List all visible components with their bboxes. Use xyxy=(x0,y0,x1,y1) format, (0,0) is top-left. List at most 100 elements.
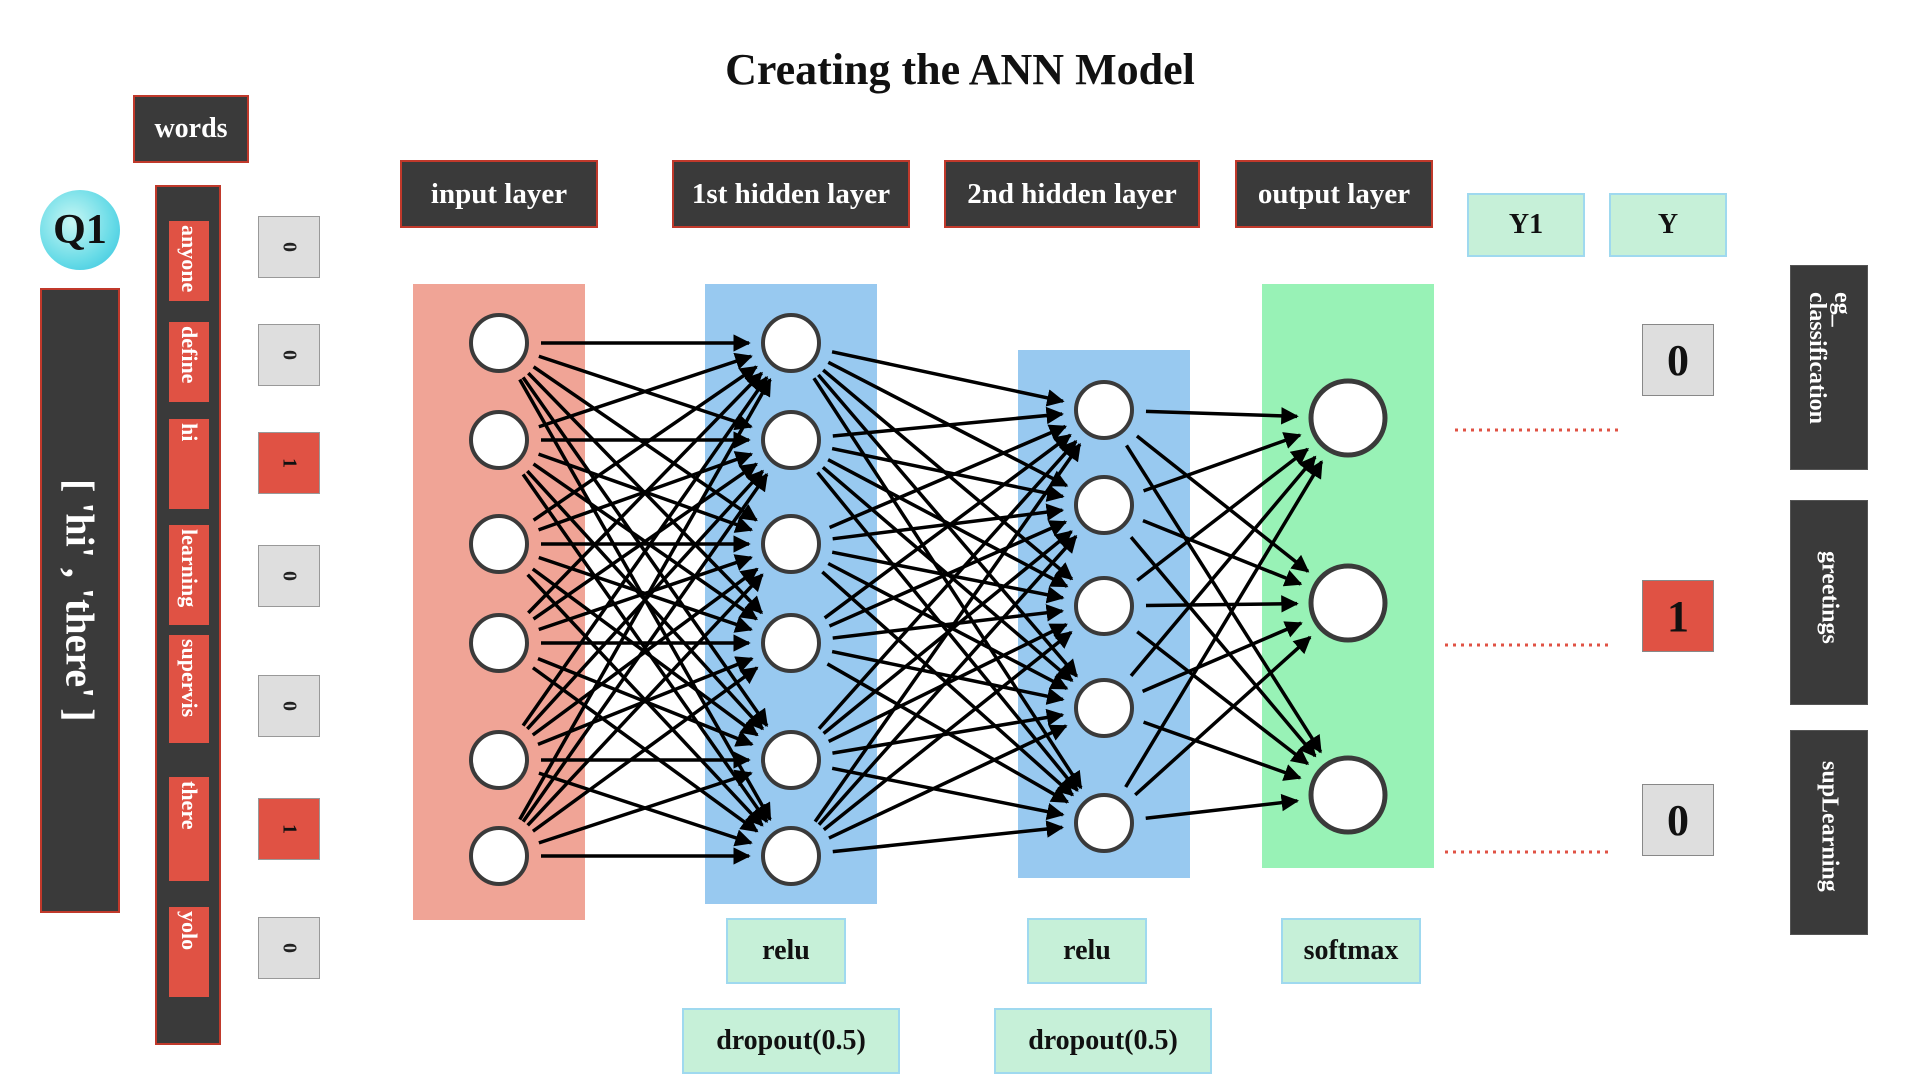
connection-hidden2-2-to-output-3 xyxy=(1129,536,1317,758)
connection-input-6-to-hidden1-1 xyxy=(518,377,772,821)
hidden1-neuron-5 xyxy=(761,730,821,790)
vocab-word-1-text: anyone xyxy=(177,225,202,293)
connection-hidden2-4-to-output-3 xyxy=(1142,720,1302,781)
vocab-word-7-text: yolo xyxy=(177,911,202,951)
input-neuron-5 xyxy=(469,730,529,790)
class-classification: eg_ classification xyxy=(1790,265,1868,470)
bit-hi-value: 1 xyxy=(278,458,301,468)
hidden1-neuron-2 xyxy=(761,410,821,470)
bit-hi: 1 xyxy=(258,432,320,494)
bit-supervis: 0 xyxy=(258,675,320,737)
sentence-text: [ 'hi' , 'there' ] xyxy=(57,479,103,722)
vocab-word-4: learning xyxy=(169,525,209,625)
output-neuron-3 xyxy=(1308,755,1388,835)
connection-input-4-to-hidden1-3 xyxy=(538,554,753,632)
connection-input-4-to-hidden1-2 xyxy=(532,462,758,621)
connection-hidden1-6-to-hidden2-1 xyxy=(813,442,1082,823)
sentence-panel: [ 'hi' , 'there' ] xyxy=(40,288,120,913)
target-value-1: 0 xyxy=(1642,324,1714,396)
connection-hidden1-6-to-hidden2-2 xyxy=(817,535,1078,826)
connection-hidden1-5-to-hidden2-5 xyxy=(831,766,1065,821)
connection-input-6-to-hidden1-4 xyxy=(531,666,759,833)
hidden1-activation: relu xyxy=(726,918,846,984)
bit-there-value: 1 xyxy=(278,824,301,834)
input-neuron-2 xyxy=(469,410,529,470)
vocab-word-3: hi xyxy=(169,419,209,509)
hidden2-neuron-5 xyxy=(1074,793,1134,853)
vocab-word-5-text: supervis xyxy=(177,639,202,718)
connection-hidden2-2-to-output-1 xyxy=(1142,432,1302,493)
bit-anyone: 0 xyxy=(258,216,320,278)
connection-hidden2-5-to-output-2 xyxy=(1134,635,1312,797)
output-neuron-1 xyxy=(1308,378,1388,458)
bit-learning: 0 xyxy=(258,545,320,607)
connection-hidden1-5-to-hidden2-4 xyxy=(832,708,1065,755)
connection-hidden2-5-to-output-1 xyxy=(1124,460,1324,788)
connection-hidden1-1-to-hidden2-3 xyxy=(822,368,1074,581)
bit-anyone-value: 0 xyxy=(278,242,301,252)
connection-input-3-to-hidden1-1 xyxy=(532,365,758,522)
output-neuron-2 xyxy=(1308,563,1388,643)
connection-hidden1-3-to-hidden2-1 xyxy=(828,424,1067,530)
hidden2-neuron-3 xyxy=(1074,576,1134,636)
connection-hidden1-4-to-hidden2-4 xyxy=(831,649,1065,705)
hidden1-layer-label: 1st hidden layer xyxy=(672,160,910,228)
bit-supervis-value: 0 xyxy=(278,701,301,711)
vocab-word-4-text: learning xyxy=(177,529,202,608)
hidden1-neuron-3 xyxy=(761,514,821,574)
hidden1-dropout: dropout(0.5) xyxy=(682,1008,900,1074)
connection-hidden1-6-to-hidden2-5 xyxy=(832,820,1064,854)
connection-input-4-to-hidden1-1 xyxy=(527,371,763,615)
connection-hidden1-4-to-hidden2-1 xyxy=(823,433,1072,620)
vocab-word-7: yolo xyxy=(169,907,209,997)
connection-hidden1-1-to-hidden2-1 xyxy=(831,350,1065,407)
class-greetings-text: greetings xyxy=(1816,551,1843,644)
words-header: words xyxy=(133,95,249,163)
diagram-title: Creating the ANN Model xyxy=(725,45,1195,94)
connection-hidden2-2-to-output-2 xyxy=(1142,519,1303,587)
input-neuron-6 xyxy=(469,826,529,886)
connection-hidden1-2-to-hidden2-2 xyxy=(831,446,1065,502)
input-neuron-3 xyxy=(469,514,529,574)
hidden1-neuron-6 xyxy=(761,826,821,886)
connection-hidden2-5-to-output-3 xyxy=(1145,793,1300,820)
connection-input-6-to-hidden1-5 xyxy=(538,769,753,845)
question-badge: Q1 xyxy=(40,190,120,270)
input-neuron-4 xyxy=(469,613,529,673)
connection-hidden2-4-to-output-1 xyxy=(1129,455,1317,677)
bit-define: 0 xyxy=(258,324,320,386)
output-layer-label: output layer xyxy=(1235,160,1433,228)
class-classification-text: eg_ classification xyxy=(1804,292,1856,424)
vocab-word-5: supervis xyxy=(169,635,209,743)
input-layer-label: input layer xyxy=(400,160,598,228)
hidden2-activation: relu xyxy=(1027,918,1147,984)
output-activation: softmax xyxy=(1281,918,1421,984)
hidden1-neuron-1 xyxy=(761,313,821,373)
hidden1-neuron-4 xyxy=(761,613,821,673)
connection-hidden2-1-to-output-3 xyxy=(1125,444,1323,754)
class-suplearning-text: supLearning xyxy=(1816,761,1843,892)
vocab-word-6: there xyxy=(169,777,209,881)
connection-hidden1-4-to-hidden2-2 xyxy=(828,520,1068,628)
bit-define-value: 0 xyxy=(278,350,301,360)
connection-input-6-to-hidden1-3 xyxy=(526,573,764,827)
vocabulary-column: anyone define hi learning supervis there… xyxy=(155,185,221,1045)
connection-input-6-to-hidden1-2 xyxy=(521,472,769,823)
connection-hidden1-5-to-hidden2-1 xyxy=(817,440,1078,730)
connection-hidden2-3-to-output-1 xyxy=(1136,447,1309,582)
class-greetings: greetings xyxy=(1790,500,1868,705)
connection-input-5-to-hidden1-1 xyxy=(521,375,769,727)
connection-hidden1-2-to-hidden2-1 xyxy=(832,406,1064,438)
vocab-word-6-text: there xyxy=(177,781,202,830)
connection-hidden2-4-to-output-2 xyxy=(1141,621,1303,694)
target-value-3: 0 xyxy=(1642,784,1714,856)
connection-hidden1-4-to-hidden2-3 xyxy=(832,604,1065,640)
connection-hidden1-6-to-hidden2-4 xyxy=(828,724,1068,840)
vocab-word-2-text: define xyxy=(177,326,202,384)
connection-input-2-to-hidden1-1 xyxy=(538,352,753,429)
connection-hidden2-3-to-output-3 xyxy=(1136,630,1310,766)
hidden2-neuron-4 xyxy=(1074,678,1134,738)
vocab-word-3-text: hi xyxy=(177,423,202,442)
target-value-2: 1 xyxy=(1642,580,1714,652)
class-suplearning: supLearning xyxy=(1790,730,1868,935)
